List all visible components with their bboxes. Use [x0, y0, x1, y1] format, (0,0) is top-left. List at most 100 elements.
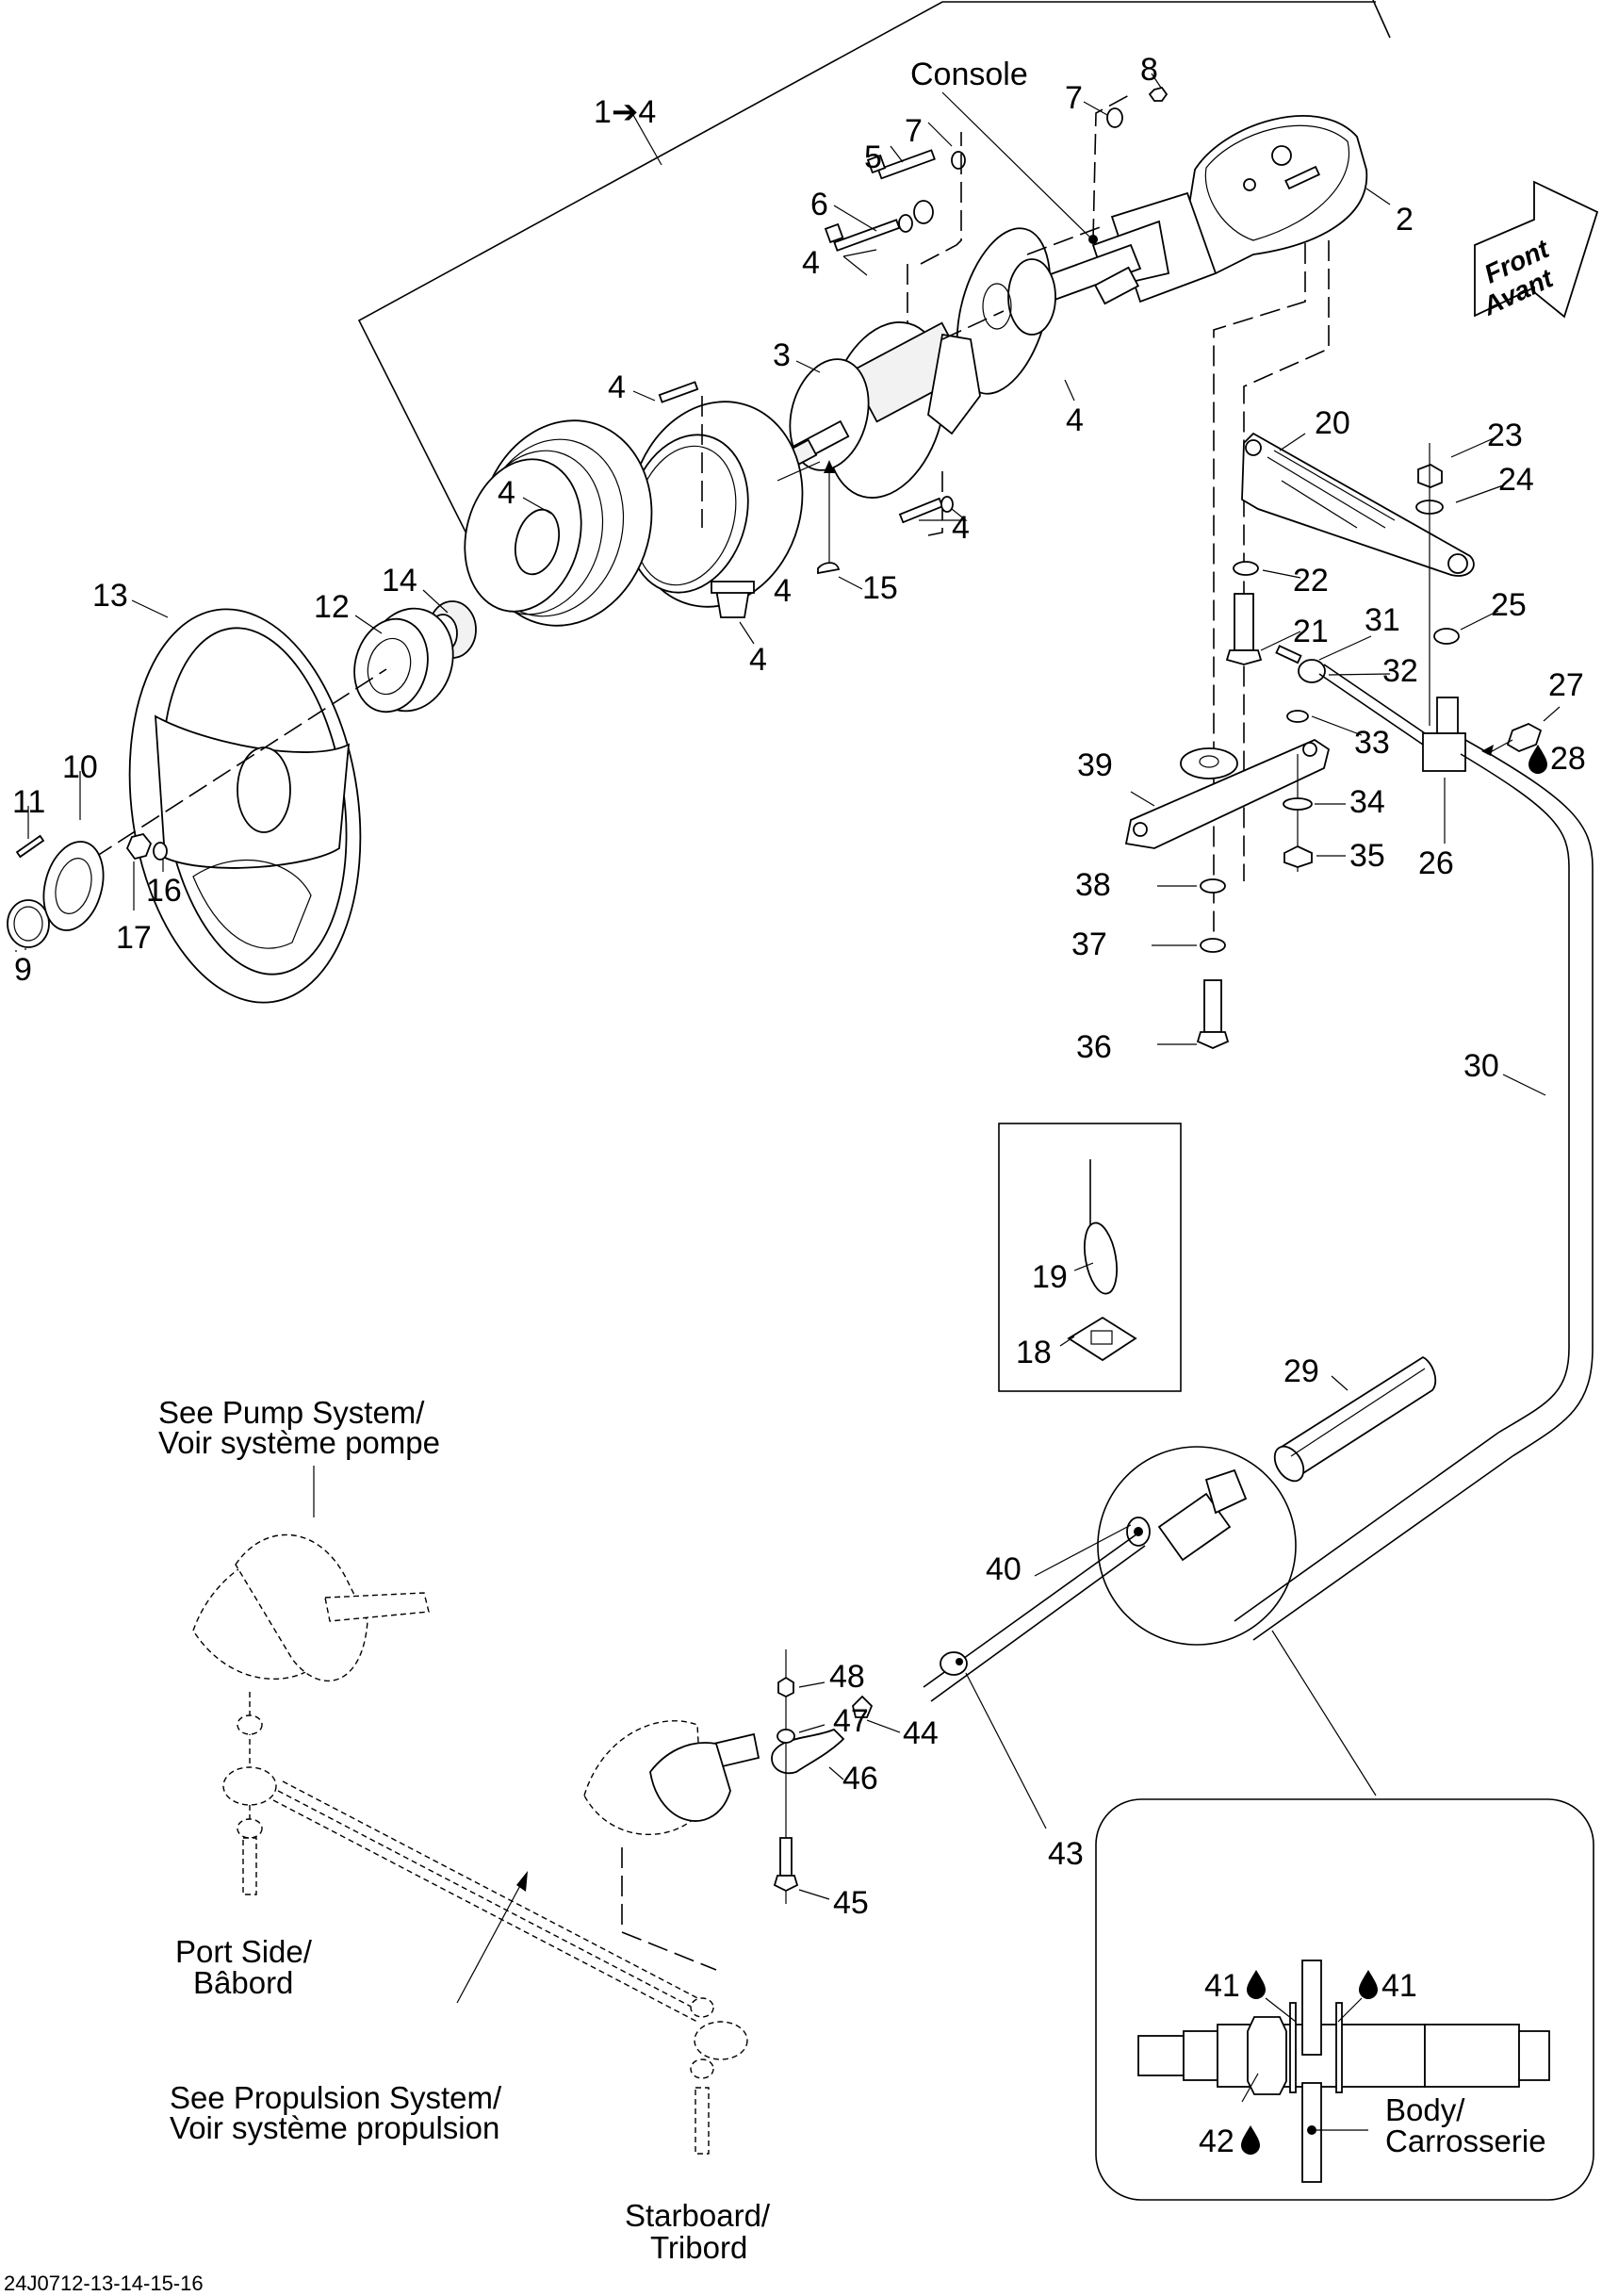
part-label-31: 31	[1365, 602, 1400, 638]
drop-icon	[1528, 745, 1547, 774]
port-side-line2: Bâbord	[193, 1965, 293, 2000]
part-label-4: 4	[952, 510, 970, 546]
assembly-bracket	[357, 0, 1391, 557]
accessory-box	[998, 1123, 1182, 1392]
starboard-line1: Starboard/	[625, 2198, 771, 2233]
cable-tie	[1084, 1159, 1118, 1295]
part-label-15: 15	[862, 570, 898, 606]
part-label-29: 29	[1283, 1353, 1319, 1389]
part-label-46: 46	[842, 1761, 878, 1796]
lower-bracket	[1124, 738, 1331, 849]
part-label-6: 6	[810, 187, 828, 222]
part-label-32: 32	[1382, 653, 1418, 689]
spacer-bellows	[464, 419, 653, 627]
pump-callout-line1: See Pump System/	[158, 1395, 425, 1430]
drop-icon	[1359, 1970, 1378, 1999]
drawing-code: 24J0712-13-14-15-16	[4, 2271, 204, 2295]
center-cap	[7, 899, 50, 948]
part-label-39: 39	[1077, 747, 1113, 783]
part-label-36: 36	[1076, 1029, 1112, 1065]
part-label-11: 11	[12, 784, 45, 820]
part-label-42: 42	[1199, 2124, 1234, 2159]
cover-ring	[627, 401, 804, 608]
part-label-44: 44	[903, 1715, 939, 1751]
part-label-4: 4	[498, 475, 515, 511]
tie-rod	[272, 1780, 748, 2155]
part-label-7: 7	[905, 113, 923, 149]
part-label-14: 14	[382, 563, 417, 599]
part-label-17: 17	[116, 920, 152, 956]
hub-adapter	[353, 607, 454, 713]
port-nozzle	[192, 1533, 430, 1682]
steering-helm	[783, 321, 981, 499]
part-label-43: 43	[1048, 1836, 1084, 1872]
part-label-48: 48	[829, 1659, 865, 1695]
part-label-10: 10	[62, 749, 98, 785]
part-label-27: 27	[1548, 667, 1584, 703]
detail-magnifier	[1097, 1446, 1297, 1646]
upper-bracket	[1241, 432, 1475, 577]
assembly-range-label: 1➔4	[594, 94, 656, 130]
tie-mount	[1067, 1316, 1137, 1362]
part-label-24: 24	[1498, 462, 1534, 498]
part-label-18: 18	[1016, 1335, 1052, 1370]
part-label-41: 41	[1204, 1968, 1240, 2004]
part-label-22: 22	[1293, 563, 1329, 599]
part-label-5: 5	[864, 139, 882, 175]
part-label-47: 47	[833, 1703, 869, 1739]
part-label-7: 7	[1065, 80, 1083, 116]
starboard-nozzle	[583, 1720, 760, 1835]
part-label-9: 9	[14, 952, 32, 988]
part-label-30: 30	[1463, 1048, 1499, 1084]
part-label-4: 4	[749, 642, 767, 678]
hub-nut	[125, 832, 153, 861]
propulsion-callout-line1: See Propulsion System/	[170, 2080, 502, 2115]
part-label-25: 25	[1491, 587, 1527, 623]
pump-callout-line2: Voir système pompe	[158, 1425, 440, 1460]
propulsion-callout-line2: Voir système propulsion	[170, 2110, 499, 2145]
console-label: Console	[910, 57, 1028, 92]
port-side-line1: Port Side/	[175, 1934, 313, 1969]
part-label-45: 45	[833, 1885, 869, 1921]
body-line1: Body/	[1385, 2092, 1465, 2127]
part-label-12: 12	[314, 589, 350, 625]
part-label-35: 35	[1349, 838, 1385, 874]
detail-inset	[1095, 1798, 1594, 2201]
part-label-21: 21	[1293, 614, 1329, 649]
part-label-41: 41	[1381, 1968, 1417, 2004]
front-direction-arrow: Front Avant	[1474, 180, 1599, 321]
part-label-23: 23	[1487, 418, 1523, 453]
part-label-4: 4	[774, 573, 792, 609]
nut-48	[777, 1676, 794, 1698]
part-label-13: 13	[92, 578, 128, 614]
sealant-41-right: 41	[1359, 1968, 1417, 2004]
part-label-40: 40	[986, 1551, 1022, 1587]
part-label-4: 4	[802, 245, 820, 281]
sealant-28: 28	[1528, 741, 1586, 777]
part-label-37: 37	[1071, 927, 1107, 962]
drop-icon	[1241, 2125, 1260, 2155]
part-label-19: 19	[1032, 1259, 1068, 1295]
part-label-33: 33	[1354, 725, 1390, 761]
cable-protector	[1273, 1355, 1437, 1483]
hub-cover-plate	[42, 841, 105, 931]
steering-wheel	[128, 608, 362, 1004]
part-label-34: 34	[1349, 784, 1385, 820]
starboard-line2: Tribord	[650, 2230, 747, 2265]
part-label-3: 3	[773, 337, 791, 373]
part-label-28: 28	[1550, 741, 1586, 777]
console-housing	[1025, 115, 1368, 308]
part-label-4: 4	[1066, 402, 1084, 438]
part-label-8: 8	[1140, 52, 1158, 88]
part-label-26: 26	[1418, 845, 1454, 881]
part-label-20: 20	[1315, 405, 1350, 441]
body-line2: Carrosserie	[1385, 2124, 1546, 2158]
sealant-41-left: 41	[1204, 1968, 1266, 2004]
part-label-4: 4	[608, 369, 626, 405]
sealant-42: 42	[1199, 2124, 1260, 2159]
part-label-38: 38	[1075, 867, 1111, 903]
drop-icon	[1247, 1970, 1266, 1999]
bolt-washer-lower	[898, 496, 954, 524]
part-label-2: 2	[1396, 202, 1414, 238]
